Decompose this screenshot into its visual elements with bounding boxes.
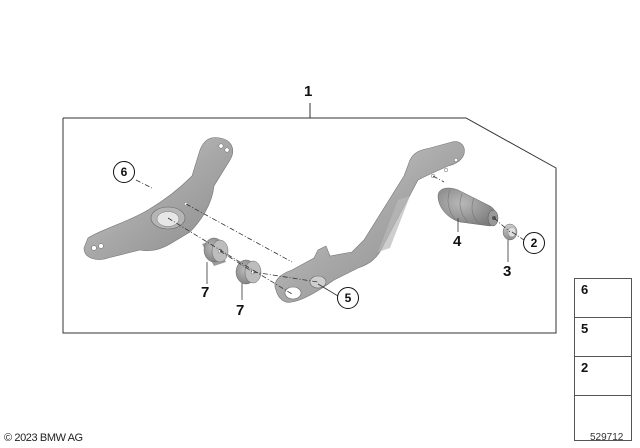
callout-6[interactable]: 6 xyxy=(113,161,135,183)
legend-label: 6 xyxy=(581,282,589,297)
callout-2[interactable]: 2 xyxy=(523,232,545,254)
assembly-frame xyxy=(62,103,557,334)
legend-item-arrow[interactable] xyxy=(574,395,632,441)
callout-7b[interactable]: 7 xyxy=(236,302,245,319)
callout-7a[interactable]: 7 xyxy=(201,284,210,301)
assembly-lines xyxy=(135,175,525,295)
bushing-part-1[interactable] xyxy=(202,237,229,266)
callout-3[interactable]: 3 xyxy=(503,263,512,280)
legend-label: 5 xyxy=(581,321,589,336)
lever-part[interactable] xyxy=(274,141,465,303)
parts-legend: 6 5 2 xyxy=(574,278,632,441)
image-number: 529712 xyxy=(590,432,624,443)
legend-item-5[interactable]: 5 xyxy=(574,317,632,356)
callout-1: 1 xyxy=(304,83,313,100)
legend-label: 2 xyxy=(581,360,589,375)
callout-5[interactable]: 5 xyxy=(337,287,359,309)
copyright-text: © 2023 BMW AG xyxy=(4,432,83,444)
callout-4[interactable]: 4 xyxy=(453,233,462,250)
leader-lines xyxy=(206,218,509,300)
legend-item-6[interactable]: 6 xyxy=(574,278,632,317)
foot-peg-rubber-part[interactable] xyxy=(437,187,499,227)
legend-item-2[interactable]: 2 xyxy=(574,356,632,395)
